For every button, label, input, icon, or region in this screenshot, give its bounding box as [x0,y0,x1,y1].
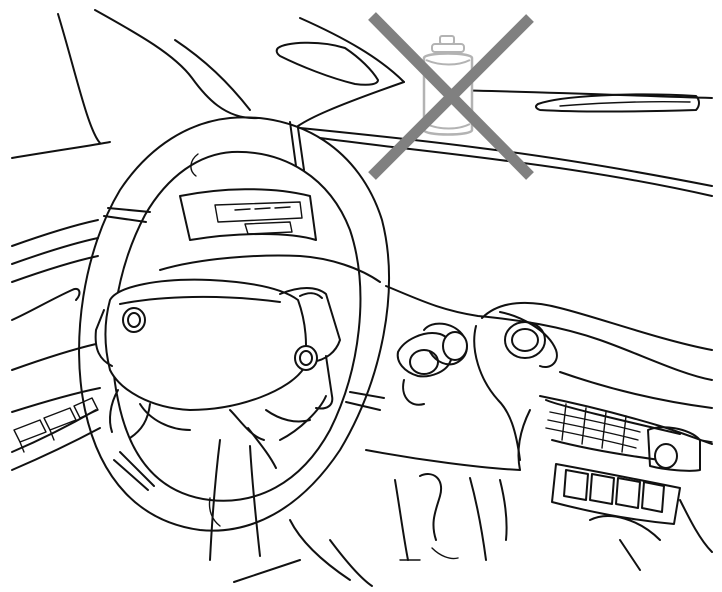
steering-wheel [78,116,390,532]
center-stack [517,395,713,525]
steering-wheel-hub [94,278,341,469]
center-console [365,449,713,571]
steering-column [209,439,373,587]
dashboard-top [11,41,713,197]
prohibited-cross-icon [368,12,534,180]
ignition-area [396,322,468,406]
instrument-cluster [159,188,381,283]
windshield-frame [57,9,713,144]
passenger-dashboard [385,285,713,461]
left-door-panel [11,219,101,471]
